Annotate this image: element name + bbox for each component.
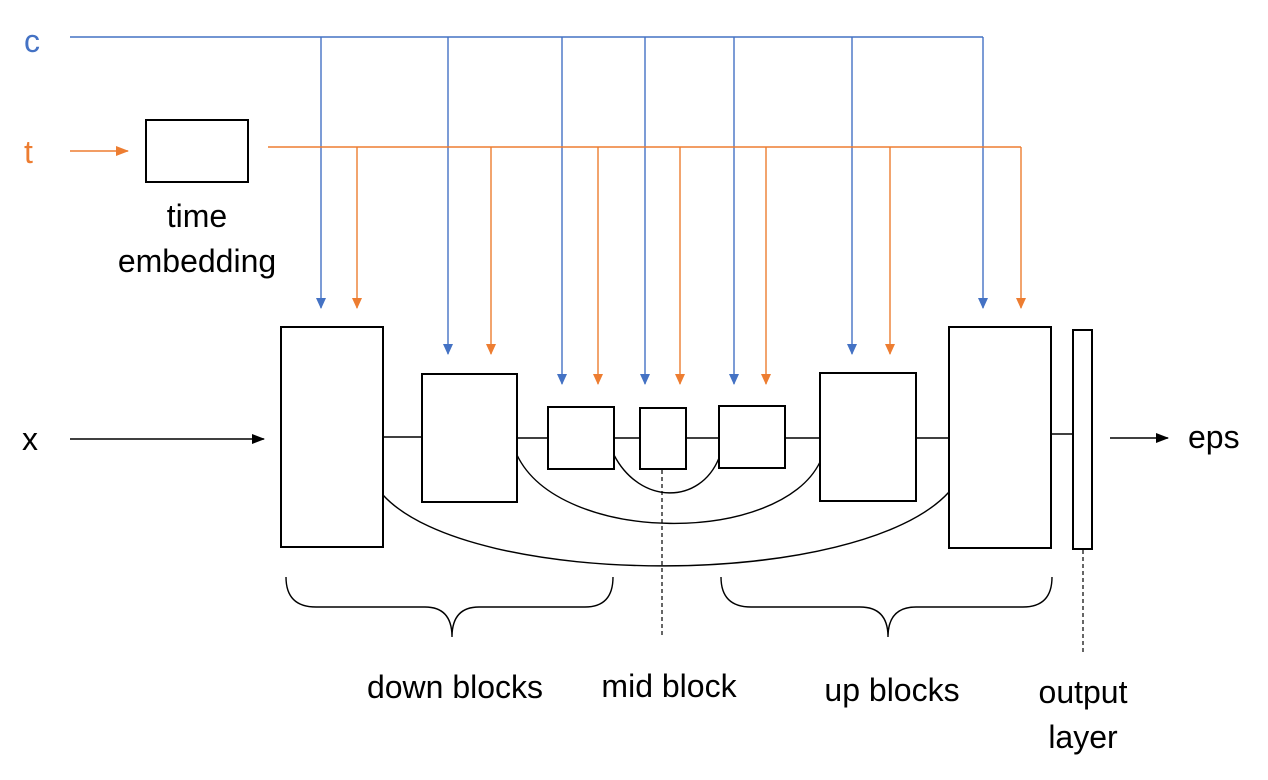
skip-connection-inner: [613, 454, 720, 494]
up-blocks-label: up blocks: [824, 672, 959, 708]
skip-connection-outer: [382, 491, 950, 567]
up-block-1: [718, 405, 786, 469]
mid-block: [639, 407, 687, 470]
up-blocks-brace: [720, 576, 1053, 638]
x-input-label: x: [22, 421, 38, 457]
c-input-label: c: [24, 23, 40, 59]
skip-connection-middle: [516, 454, 821, 525]
down-blocks-label: down blocks: [367, 669, 543, 705]
t-input-label: t: [24, 134, 33, 170]
main-path-connectors: [383, 433, 1073, 439]
up-block-3: [948, 326, 1052, 549]
t-embedding-lines: [268, 146, 1026, 385]
time-embedding-box: [145, 119, 249, 183]
down-block-2: [421, 373, 518, 503]
output-layer-block: [1072, 329, 1093, 550]
up-block-2: [819, 372, 917, 502]
eps-output-label: eps: [1188, 419, 1240, 455]
down-blocks-brace: [285, 576, 614, 638]
c-conditioning-lines: [70, 36, 988, 385]
time-embedding-label-line1: time: [167, 198, 227, 234]
down-block-3: [547, 406, 615, 470]
down-block-1: [280, 326, 384, 548]
mid-block-label: mid block: [601, 668, 737, 704]
skip-connections: [382, 454, 950, 567]
output-layer-label-line1: output: [1039, 674, 1128, 710]
output-layer-label-line2: layer: [1048, 719, 1118, 755]
time-embedding-label-line2: embedding: [118, 243, 276, 279]
